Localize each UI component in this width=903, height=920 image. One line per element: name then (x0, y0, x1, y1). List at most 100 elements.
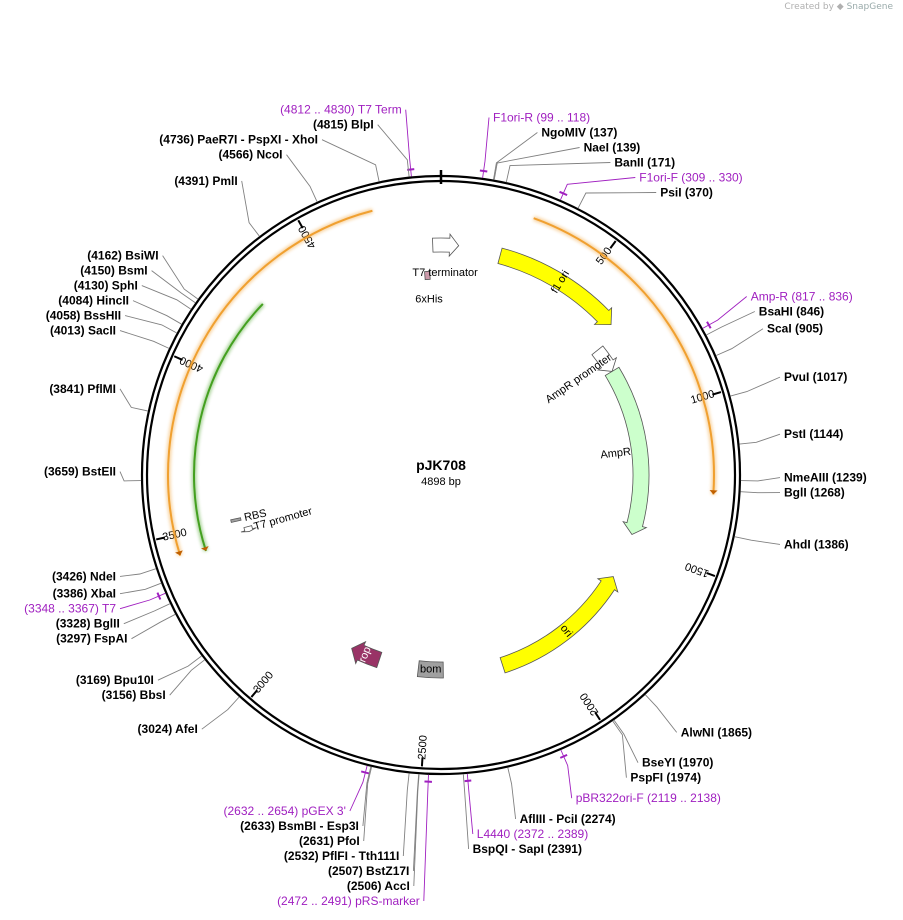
primer-leader (405, 109, 412, 177)
site-leader (734, 536, 781, 545)
primer-label[interactable]: (4812 .. 4830) T7 Term (280, 103, 402, 117)
tick-mark (173, 355, 183, 361)
feature-label: rop (357, 645, 374, 664)
backbone-outer (140, 174, 742, 776)
primer-label[interactable]: pBR322ori-F (2119 .. 2138) (576, 791, 721, 805)
orf-arc (167, 209, 373, 556)
credit: Created by ◆ SnapGene (784, 2, 893, 12)
site-label[interactable]: (4150) BsmI (80, 264, 147, 278)
primer-leader (560, 749, 573, 799)
site-label[interactable]: (2532) PflFI - Tth111I (284, 849, 399, 863)
site-label[interactable]: (2631) PfoI (299, 834, 360, 848)
site-label[interactable]: BsaHI (846) (759, 305, 824, 319)
primer-label[interactable]: Amp-R (817 .. 836) (751, 290, 853, 304)
site-leader (363, 766, 373, 842)
site-label[interactable]: NmeAIII (1239) (784, 471, 867, 485)
site-leader (493, 147, 580, 180)
feature-6xhis[interactable] (424, 270, 431, 281)
feature-rop[interactable] (351, 640, 383, 669)
site-leader (201, 696, 240, 730)
tick-mark (706, 572, 716, 577)
feature-ori[interactable] (499, 576, 619, 674)
site-label[interactable]: (2507) BstZ17I (328, 864, 409, 878)
site-label[interactable]: NgoMIV (137) (541, 126, 617, 140)
orf-arrowhead (175, 550, 183, 556)
primer-label[interactable]: F1ori-F (309 .. 330) (639, 171, 742, 185)
tick-mark (712, 391, 722, 396)
site-label[interactable]: (4130) SphI (74, 279, 138, 293)
site-label[interactable]: AlwNI (1865) (681, 725, 752, 739)
site-label[interactable]: (3297) FspAI (56, 632, 127, 646)
site-leader (740, 477, 781, 482)
site-leader (131, 613, 176, 640)
feature-label: RBS (243, 507, 268, 524)
site-label[interactable]: NaeI (139) (584, 141, 641, 155)
site-label[interactable]: (3426) NdeI (52, 569, 116, 583)
site-leader (507, 767, 517, 820)
site-label[interactable]: (4013) SacII (50, 324, 116, 338)
site-label[interactable]: PvuI (1017) (784, 370, 847, 384)
site-label[interactable]: (4815) BlpI (313, 118, 374, 132)
site-leader (157, 655, 202, 681)
feature-rbs[interactable] (230, 517, 242, 523)
site-label[interactable]: (3024) AfeI (138, 722, 198, 736)
site-leader (377, 124, 410, 177)
site-label[interactable]: (4084) HincII (58, 294, 129, 308)
feature-ampr[interactable] (604, 366, 650, 536)
site-label[interactable]: (4736) PaeR7I - PspXI - XhoI (159, 133, 318, 147)
site-leader (577, 192, 657, 209)
feature-ampr-promoter[interactable] (591, 345, 618, 372)
site-label[interactable]: (3156) BbsI (102, 688, 166, 702)
primer-label[interactable]: L4440 (2372 .. 2389) (477, 827, 588, 841)
site-label[interactable]: (4058) BssHII (46, 309, 121, 323)
site-leader (169, 659, 205, 696)
site-leader (505, 162, 611, 183)
primer-label[interactable]: (2472 .. 2491) pRS-marker (277, 894, 420, 908)
feature-f1-ori[interactable] (497, 247, 613, 326)
site-label[interactable]: BglI (1268) (784, 486, 845, 500)
site-label[interactable]: PspFI (1974) (630, 771, 701, 785)
site-label[interactable]: (3169) Bpu10I (76, 673, 154, 687)
site-leader (123, 603, 171, 625)
site-leader (151, 270, 196, 304)
site-label[interactable]: BseYI (1970) (642, 756, 713, 770)
feature-label: 6xHis (415, 293, 443, 305)
primer-leader (349, 765, 368, 812)
tick-mark (594, 711, 601, 721)
site-label[interactable]: ScaI (905) (767, 322, 823, 336)
site-label[interactable]: (4162) BsiWI (87, 249, 158, 263)
feature-t7-terminator[interactable] (432, 233, 460, 258)
snapgene-logo-icon: ◆ (836, 2, 844, 12)
site-leader (644, 694, 678, 733)
site-label[interactable]: (2506) AccI (347, 879, 410, 893)
tick-mark (250, 689, 258, 698)
tick-label: 3000 (251, 669, 276, 695)
site-label[interactable]: (3659) BstEII (44, 465, 116, 479)
site-label[interactable]: (4566) NcoI (218, 148, 282, 162)
site-label[interactable]: BanII (171) (614, 156, 675, 170)
tick-label: 2000 (578, 690, 601, 717)
site-label[interactable]: (3841) PflMI (49, 382, 116, 396)
site-leader (119, 582, 162, 595)
primer-label[interactable]: (2632 .. 2654) pGEX 3' (224, 804, 346, 818)
feature-t7-promoter[interactable] (240, 525, 257, 533)
site-label[interactable]: (4391) PmlI (174, 174, 237, 188)
site-leader (241, 180, 260, 237)
site-leader (402, 773, 410, 857)
site-label[interactable]: BspQI - SapI (2391) (473, 842, 582, 856)
site-leader (493, 132, 538, 180)
feature-bom[interactable] (416, 660, 444, 679)
orf-arrowhead (709, 490, 718, 495)
site-label[interactable]: (3386) XbaI (53, 587, 116, 601)
site-label[interactable]: PsiI (370) (660, 186, 713, 200)
primer-label[interactable]: F1ori-R (99 .. 118) (493, 111, 590, 125)
site-label[interactable]: (3328) BglII (56, 617, 120, 631)
site-leader (286, 154, 318, 202)
primer-label[interactable]: (3348 .. 3367) T7 (24, 602, 116, 616)
site-leader (613, 719, 639, 763)
site-label[interactable]: PstI (1144) (784, 427, 843, 441)
site-label[interactable]: AflIII - PciI (2274) (520, 812, 616, 826)
site-label[interactable]: (2633) BsmBI - Esp3I (240, 819, 359, 833)
site-label[interactable]: AhdI (1386) (784, 537, 849, 551)
